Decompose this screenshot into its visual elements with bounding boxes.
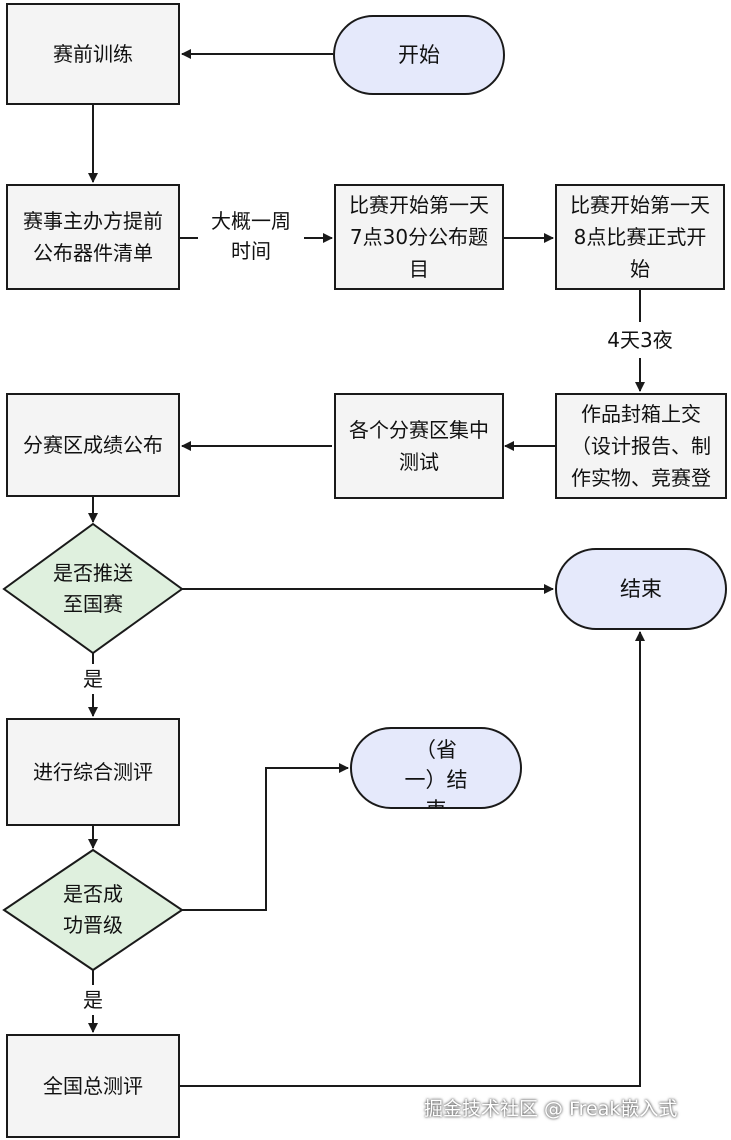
edge-label-four-days: 4天3夜 (592, 325, 688, 355)
provincial-end-node: （省 一）结 束 (350, 727, 522, 809)
regional-test-box: 各个分赛区集中 测试 (334, 393, 504, 499)
watermark-text: 掘金技术社区 @ Freak嵌入式 (424, 1098, 678, 1120)
edge-label-yes-2: 是 (78, 985, 108, 1015)
decision-national-shape (2, 522, 184, 655)
edge-decision2-to-provincial (182, 763, 349, 911)
decision-promote-label: 是否成 功晋级 (63, 882, 123, 937)
publish-topic-box: 比赛开始第一天 7点30分公布题 目 (334, 184, 504, 290)
edge-label-yes-1: 是 (78, 664, 108, 694)
comprehensive-eval-box: 进行综合测评 (6, 718, 180, 826)
pretrain-box: 赛前训练 (6, 3, 180, 105)
contest-start-box: 比赛开始第一天 8点比赛正式开 始 (555, 184, 725, 290)
edge-national-to-end (180, 631, 645, 1087)
publish-list-box: 赛事主办方提前 公布器件清单 (6, 184, 180, 290)
regional-result-box: 分赛区成绩公布 (6, 393, 180, 497)
decision-promote-shape (2, 848, 184, 972)
decision-national-label: 是否推送 至国赛 (53, 561, 133, 616)
end-node: 结束 (555, 548, 727, 630)
national-eval-box: 全国总测评 (6, 1034, 180, 1138)
start-node: 开始 (333, 15, 505, 95)
edge-label-about-week: 大概一周 时间 (200, 206, 302, 266)
submit-box: 作品封箱上交 （设计报告、制 作实物、竞赛登 (555, 393, 727, 499)
